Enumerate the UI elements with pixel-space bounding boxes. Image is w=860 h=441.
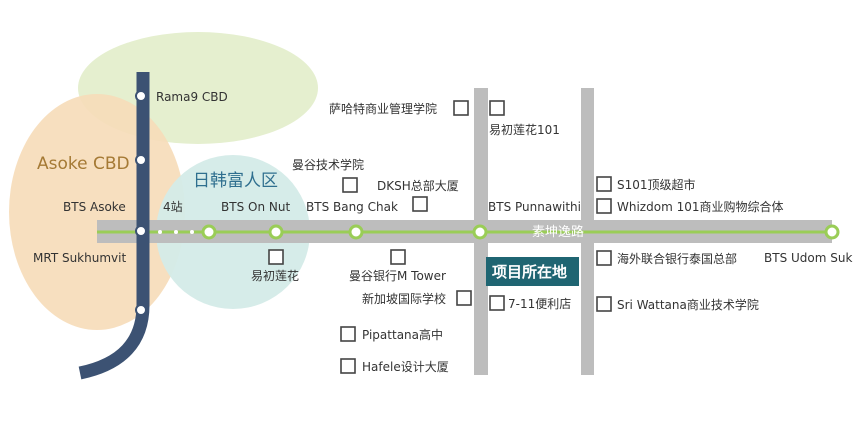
bts-station-on-nut xyxy=(201,224,217,240)
poi-easy-lotus-101-marker xyxy=(489,100,505,116)
poi-whizdom-marker xyxy=(596,198,612,214)
main-road-label: 素坤逸路 xyxy=(532,224,584,240)
project-location-label: 项目所在地 xyxy=(492,263,567,281)
poi-uob-label: 海外联合银行泰国总部 xyxy=(617,251,737,266)
poi-bangkok-bank-marker xyxy=(390,249,406,265)
poi-bangkok-tech-label: 曼谷技术学院 xyxy=(292,157,364,172)
poi-pipattana-marker xyxy=(340,326,356,342)
poi-singapore-school-label: 新加坡国际学校 xyxy=(362,291,446,306)
mrt-station-south xyxy=(135,304,147,316)
mrt-station-asoke xyxy=(135,154,147,166)
bts-udom-suk-label: BTS Udom Suk xyxy=(764,251,852,265)
mrt-station-rama9 xyxy=(135,90,147,102)
mrt-station-rama9-label: Rama9 CBD xyxy=(156,90,228,104)
bts-asoke-label: BTS Asoke xyxy=(63,200,126,214)
japan-korea-zone-label: 日韩富人区 xyxy=(193,171,278,191)
bts-on-nut-label: BTS On Nut xyxy=(221,200,290,214)
poi-dksh-label: DKSH总部大厦 xyxy=(377,178,459,193)
poi-easy-lotus-marker xyxy=(268,249,284,265)
poi-sasin-label: 萨哈特商业管理学院 xyxy=(329,101,437,116)
asoke-cbd-zone-label: Asoke CBD xyxy=(37,154,130,174)
bts-station-udom-suk xyxy=(824,224,840,240)
mrt-station-sukhumvit xyxy=(135,225,147,237)
poi-pipattana-label: Pipattana高中 xyxy=(362,327,443,342)
poi-dksh-marker xyxy=(412,196,428,212)
bts-station-bang-chak xyxy=(348,224,364,240)
poi-easy-lotus-label: 易初莲花 xyxy=(251,268,299,283)
poi-sri-wattana-label: Sri Wattana商业技术学院 xyxy=(617,297,759,312)
poi-s101-marker xyxy=(596,176,612,192)
poi-singapore-school-marker xyxy=(456,290,472,306)
bts-station-mid xyxy=(268,224,284,240)
poi-hafele-label: Hafele设计大厦 xyxy=(362,360,449,374)
bts-punnawithi-label: BTS Punnawithi xyxy=(488,200,581,214)
bts-station-punnawithi xyxy=(472,224,488,240)
station-gap-label: 4站 xyxy=(163,200,183,214)
bts-dots xyxy=(158,230,194,234)
poi-seven-eleven-marker xyxy=(489,295,505,311)
poi-hafele-marker xyxy=(340,358,356,374)
poi-seven-eleven-label: 7-11便利店 xyxy=(508,297,571,311)
poi-s101-label: S101顶级超市 xyxy=(617,177,696,192)
poi-sasin-marker xyxy=(453,100,469,116)
poi-easy-lotus-101-label: 易初莲花101 xyxy=(489,122,560,137)
bts-bang-chak-label: BTS Bang Chak xyxy=(306,200,398,214)
poi-bangkok-tech-marker xyxy=(342,177,358,193)
poi-bangkok-bank-label: 曼谷银行M Tower xyxy=(349,269,446,283)
project-location-badge xyxy=(486,257,579,286)
poi-sri-wattana-marker xyxy=(596,296,612,312)
mrt-station-sukhumvit-label: MRT Sukhumvit xyxy=(33,251,126,265)
poi-whizdom-label: Whizdom 101商业购物综合体 xyxy=(617,199,783,214)
poi-uob-marker xyxy=(596,250,612,266)
